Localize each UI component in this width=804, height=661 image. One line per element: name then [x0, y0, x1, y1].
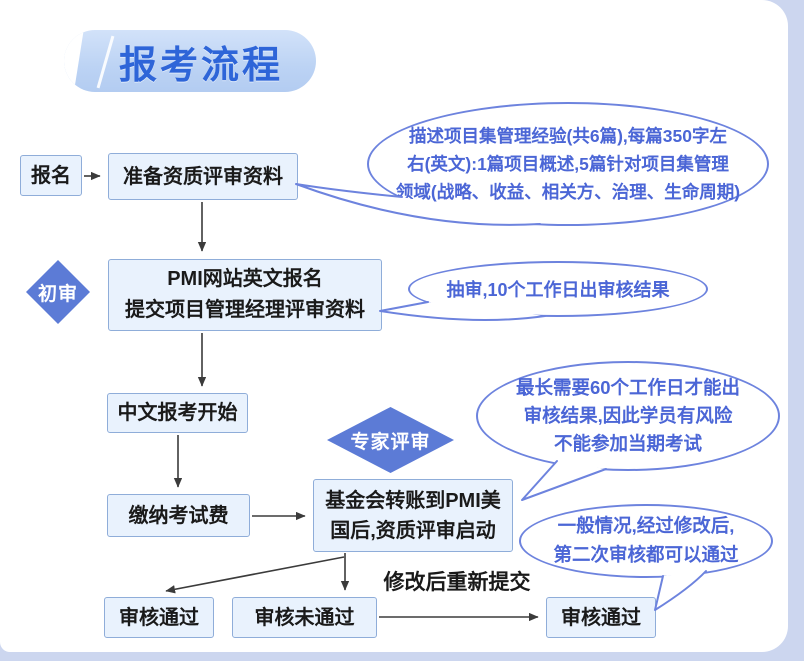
node-prepare-materials: 准备资质评审资料: [108, 153, 298, 200]
bubble-second-review-line2: 第二次审核都可以通过: [553, 544, 739, 565]
bubble-60days-line3: 不能参加当期考试: [553, 432, 702, 454]
title-banner: 报考流程: [64, 30, 316, 92]
bubble-spotcheck-line1: 抽审,10个工作日出审核结果: [446, 280, 670, 300]
node-review-passed-right: 审核通过: [546, 597, 656, 638]
node-pmi-signup-line2: 提交项目管理经理评审资料: [125, 299, 365, 321]
node-fund-transfer-line2: 国后,资质评审启动: [330, 519, 496, 542]
node-pmi-signup-line1: PMI网站英文报名: [167, 268, 323, 290]
node-pay-fee: 缴纳考试费: [107, 494, 250, 537]
node-review-failed: 审核未通过: [232, 597, 377, 638]
bubble-materials-line1: 描述项目集管理经验(共6篇),每篇350字左: [409, 126, 727, 146]
bubble-60days-note: 最长需要60个工作日才能出 审核结果,因此学员有风险 不能参加当期考试: [476, 361, 780, 471]
bubble-spotcheck-note: 抽审,10个工作日出审核结果: [408, 261, 708, 317]
bubble-materials-line2: 右(英文):1篇项目概述,5篇针对项目集管理: [407, 154, 729, 174]
bubble-60days-line1: 最长需要60个工作日才能出: [515, 377, 741, 399]
resubmit-arrow-label: 修改后重新提交: [383, 571, 531, 594]
node-fund-transfer-line1: 基金会转账到PMI美: [325, 489, 501, 512]
node-chinese-start: 中文报考开始: [107, 393, 248, 433]
bubble-materials-line3: 领域(战略、收益、相关方、治理、生命周期): [395, 182, 741, 202]
bubble-materials-note: 描述项目集管理经验(共6篇),每篇350字左 右(英文):1篇项目概述,5篇针对…: [367, 102, 769, 226]
node-register: 报名: [20, 155, 82, 196]
page-title: 报考流程: [118, 44, 283, 87]
node-fund-transfer: 基金会转账到PMI美 国后,资质评审启动: [313, 479, 513, 552]
node-pmi-signup: PMI网站英文报名 提交项目管理经理评审资料: [108, 259, 382, 331]
bubble-second-review-line1: 一般情况,经过修改后,: [557, 515, 735, 537]
bubble-second-review-note: 一般情况,经过修改后, 第二次审核都可以通过: [519, 504, 773, 578]
bubble-60days-line2: 审核结果,因此学员有风险: [523, 405, 733, 427]
node-review-passed-left: 审核通过: [104, 597, 214, 638]
